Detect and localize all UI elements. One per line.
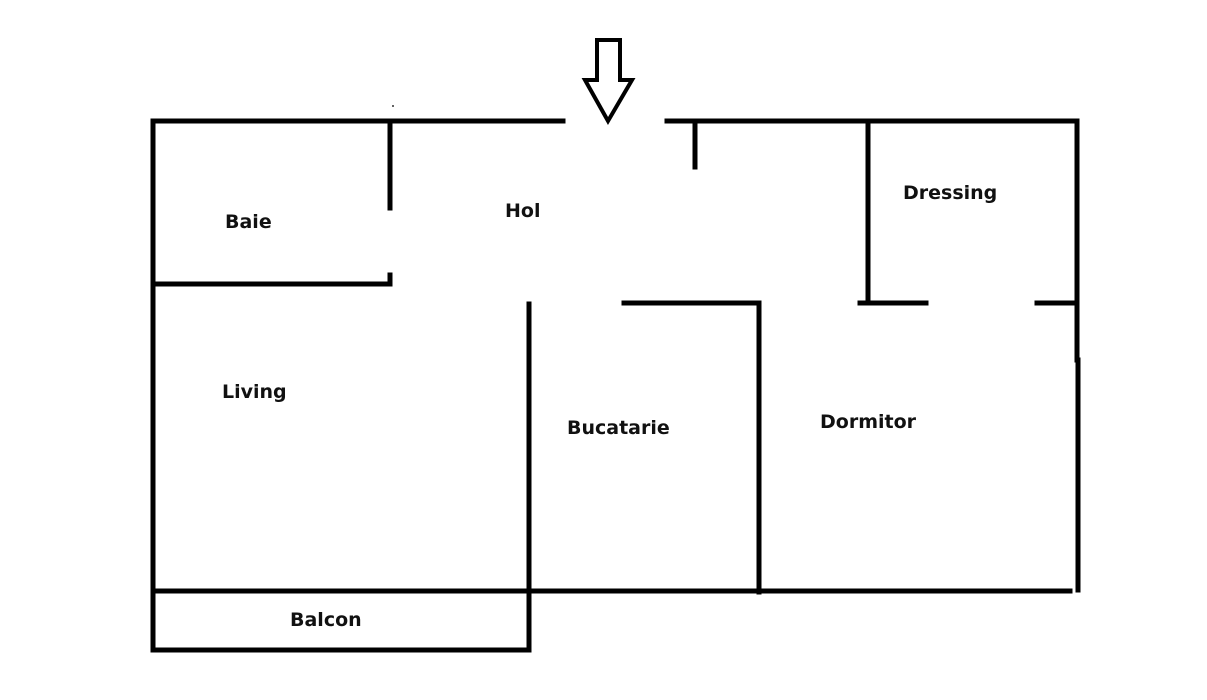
entrance-arrow-down-icon <box>581 38 636 126</box>
stray-dot <box>392 105 394 107</box>
room-label-dressing: Dressing <box>903 182 997 204</box>
room-label-baie: Baie <box>225 211 272 233</box>
room-label-bucatarie: Bucatarie <box>567 417 670 439</box>
walls <box>150 118 1081 653</box>
room-label-living: Living <box>222 381 287 403</box>
room-label-hol: Hol <box>505 200 540 222</box>
room-label-dormitor: Dormitor <box>820 411 917 433</box>
room-label-balcon: Balcon <box>290 609 362 631</box>
